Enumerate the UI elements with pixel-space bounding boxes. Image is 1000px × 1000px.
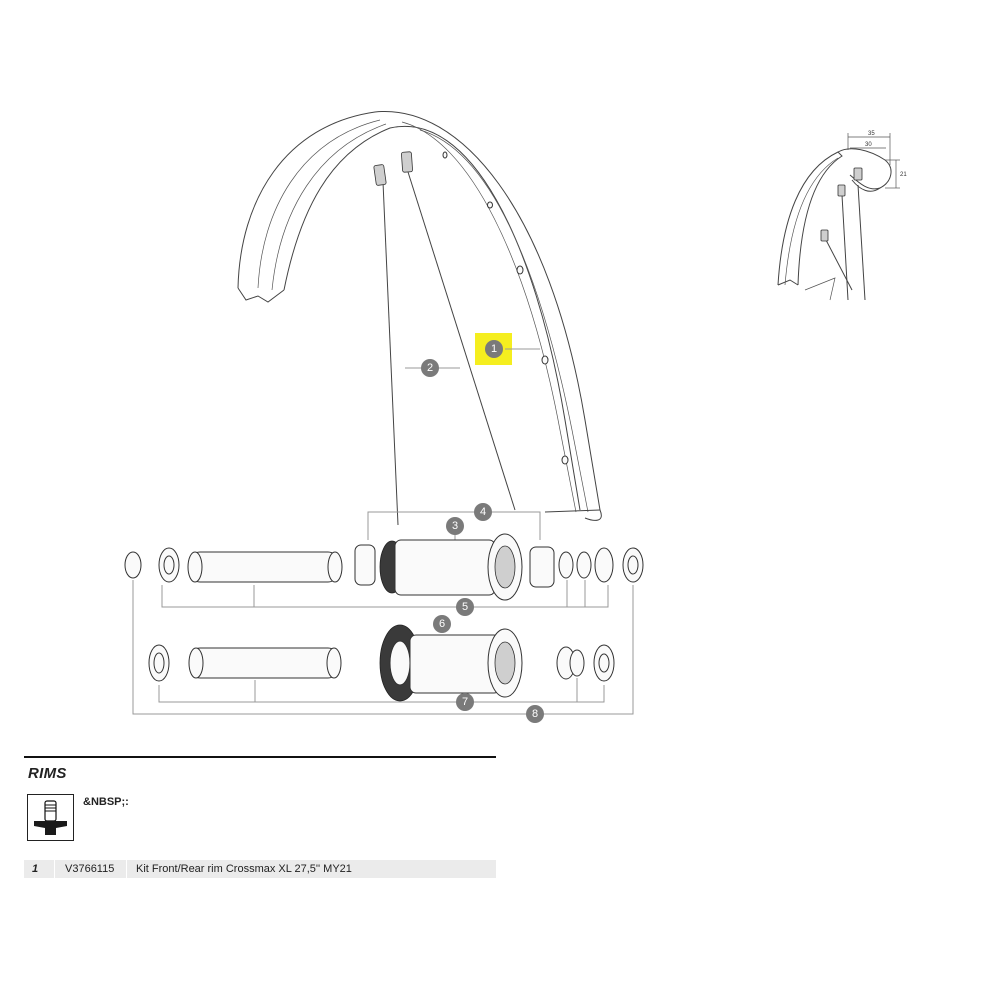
- spoke-drawing: [373, 151, 516, 526]
- callout-5[interactable]: 5: [161, 580, 609, 616]
- part-code: V3766115: [65, 863, 115, 875]
- dim-width-outer: 35: [868, 131, 875, 137]
- rim-drawing: [237, 111, 602, 521]
- section-divider: [24, 756, 496, 758]
- callout-label: 2: [427, 362, 433, 374]
- part-description: Kit Front/Rear rim Crossmax XL 27,5'' MY…: [136, 863, 352, 875]
- dim-width-inner: 30: [865, 142, 872, 148]
- valve-label: &NBSP;:: [83, 796, 129, 808]
- callout-2[interactable]: 2: [405, 359, 460, 377]
- callout-8[interactable]: 8: [132, 580, 634, 723]
- tubeless-valve-icon: [27, 794, 74, 841]
- rim-dimensions: 35 30 21: [847, 131, 907, 189]
- callout-label: 3: [452, 520, 458, 532]
- callout-label: 8: [532, 708, 538, 720]
- section-title: RIMS: [28, 765, 67, 782]
- callout-label: 1: [491, 343, 497, 355]
- callout-label: 5: [462, 601, 468, 613]
- callout-label: 7: [462, 696, 468, 708]
- callout-1[interactable]: 1: [475, 333, 540, 365]
- front-hub-assembly: [124, 533, 644, 601]
- part-number: 1: [32, 863, 39, 875]
- callout-label: 6: [439, 618, 445, 630]
- exploded-wheel-diagram: 1 2 4 3 5: [124, 111, 907, 723]
- callout-label: 4: [480, 506, 486, 518]
- rim-profile-detail: [777, 148, 892, 301]
- dim-height: 21: [900, 172, 907, 178]
- rear-hub-assembly: [148, 624, 615, 702]
- callout-7[interactable]: 7: [158, 678, 605, 711]
- table-row[interactable]: 1 V3766115 Kit Front/Rear rim Crossmax X…: [24, 860, 496, 878]
- callout-4[interactable]: 4: [367, 503, 541, 540]
